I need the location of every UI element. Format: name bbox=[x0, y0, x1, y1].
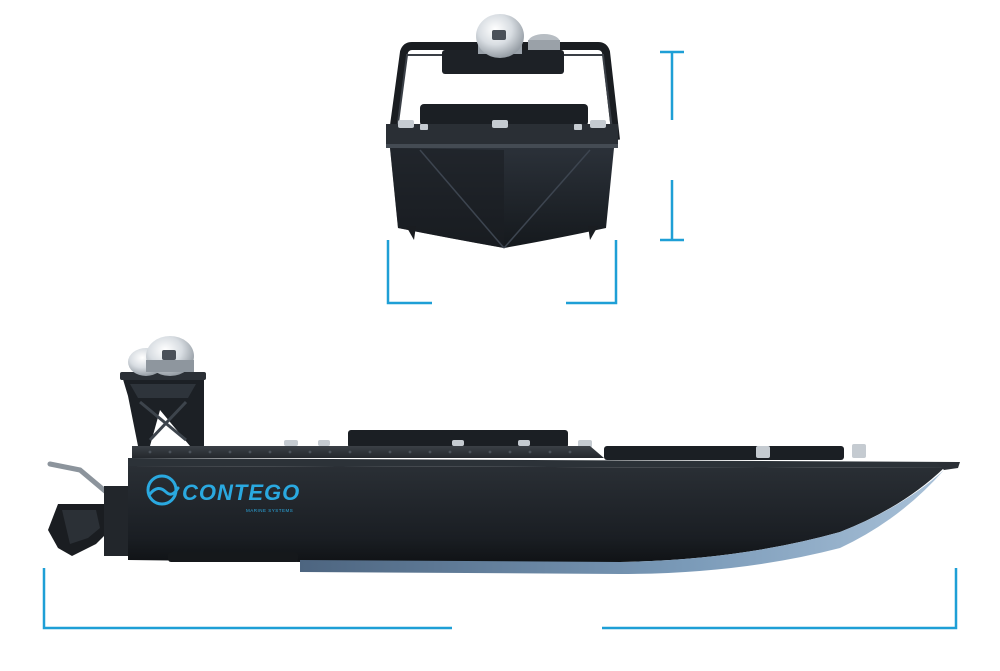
keel-highlight bbox=[300, 470, 944, 574]
boat-side-view: CONTEGO MARINE SYSTEMS bbox=[47, 336, 960, 574]
deck-hatch-aft bbox=[604, 446, 844, 460]
deck-rim bbox=[386, 124, 618, 146]
wave-logo-icon bbox=[146, 474, 180, 506]
dome-camera-icon bbox=[476, 14, 524, 58]
brand-name: CONTEGO bbox=[182, 480, 300, 505]
boat-front-view bbox=[386, 14, 620, 249]
front-width-bracket bbox=[386, 240, 618, 305]
cleats bbox=[398, 120, 606, 130]
dome-camera-icon bbox=[128, 336, 194, 376]
deck-hatch-forward bbox=[348, 430, 568, 448]
side-length-bracket bbox=[42, 568, 958, 630]
deck-hatch bbox=[420, 104, 588, 126]
hull-side bbox=[128, 466, 944, 562]
front-height-bracket bbox=[660, 50, 684, 242]
outboard-motor-icon bbox=[48, 486, 136, 556]
deck-rail bbox=[132, 446, 604, 458]
sensor-plate bbox=[442, 50, 564, 74]
brand-logo: CONTEGO MARINE SYSTEMS bbox=[146, 474, 300, 513]
mast-tower bbox=[122, 376, 204, 446]
antenna-icon bbox=[528, 34, 560, 50]
brand-tagline: MARINE SYSTEMS bbox=[246, 508, 293, 513]
